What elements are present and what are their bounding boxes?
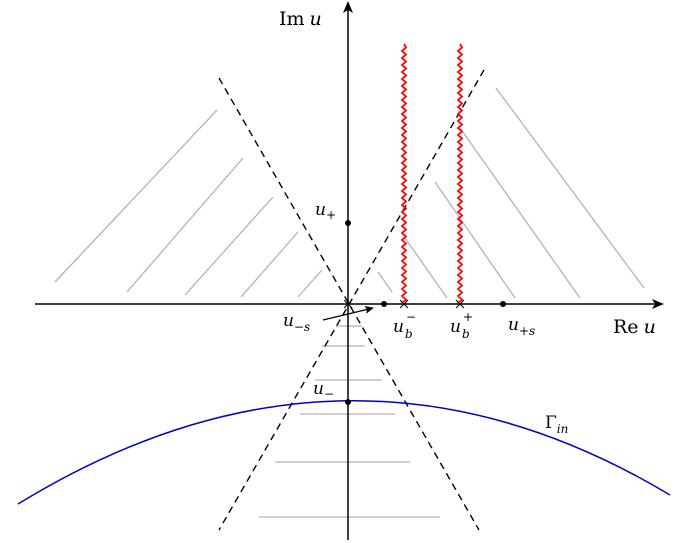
point-right-dot xyxy=(381,301,387,307)
point-u-minus-dot xyxy=(345,399,351,405)
svg-text:+: + xyxy=(463,310,473,324)
label-u-minus: u− xyxy=(313,379,334,401)
u-minus-s-pointer-arrow xyxy=(322,305,374,321)
svg-text:u: u xyxy=(450,317,461,337)
label-u-plus-s: u+s xyxy=(508,315,535,338)
point-u-plus-dot xyxy=(345,220,351,226)
label-u-b-plus: u b + xyxy=(450,310,473,341)
hatch-upper-left xyxy=(54,109,323,298)
hatch-lower-cone xyxy=(259,325,440,518)
label-u-minus-s: u−s xyxy=(283,311,310,334)
branch-cut-left xyxy=(400,43,408,305)
svg-text:−: − xyxy=(406,310,416,324)
label-u-b-minus: u b − xyxy=(393,310,416,341)
point-u-plus-s-dot xyxy=(500,301,506,307)
svg-text:b: b xyxy=(405,327,413,341)
contour-gamma-in xyxy=(17,399,671,505)
label-u-plus: u+ xyxy=(315,200,336,222)
hatch-upper-right xyxy=(377,87,645,299)
svg-text:u: u xyxy=(393,317,404,337)
svg-text:b: b xyxy=(462,327,470,341)
branch-point-crosses xyxy=(343,299,465,309)
label-gamma-in: Γin xyxy=(545,413,568,436)
branch-cut-right xyxy=(456,43,464,305)
